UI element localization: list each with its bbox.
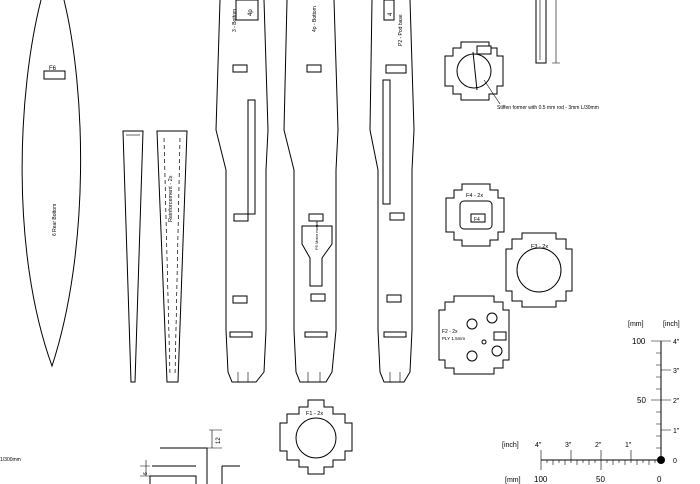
origin-dot [657, 456, 665, 464]
left-note: 1/300mm [0, 457, 21, 463]
hmm-100: 100 [534, 475, 548, 484]
fuselage-side-3: 4 P2 - Pod base [369, 0, 415, 383]
vin-4: 4" [673, 339, 680, 346]
scale-mm-label: [mm] [628, 321, 644, 328]
thin-strip-right: Reinforcement - 2x [156, 130, 188, 383]
f3-label: F3 - 2x [531, 244, 548, 250]
f2-sub: PLY 1.5mm [442, 336, 465, 341]
hin-1: 1" [625, 442, 632, 449]
vin-1: 1" [673, 428, 680, 435]
center-pod-text: P5 Motor mount [314, 221, 319, 250]
wing-tip-part: F6 6 Rear Bottom [21, 0, 82, 368]
thin-strip-left [122, 130, 144, 383]
former-f3: F3 - 2x [505, 232, 573, 308]
f1-label: F1 - 2x [306, 411, 323, 417]
horizontal-inch-ticks [540, 450, 632, 460]
hmm-50: 50 [596, 475, 605, 484]
spar-piece [535, 0, 560, 64]
vertical-mm-ticks [651, 340, 661, 449]
vin-2: 2" [673, 398, 680, 405]
column1-head: 3 - Bottom [232, 9, 238, 32]
hin-3: 3" [565, 442, 572, 449]
hin-4: 4" [535, 442, 542, 449]
column3-head: P2 - Pod base [398, 14, 404, 46]
former-f1: F1 - 2x [279, 399, 353, 475]
horizontal-mm-ticks [540, 460, 656, 470]
former-f4: F4 - 2x F4 [445, 183, 505, 247]
scale-ruler: [mm] [inch] 100 50 4" 3" 2" 1" 0 [inch] … [502, 321, 680, 484]
column2-head: 4p - Bottom [312, 6, 318, 32]
dim-left: 6 [143, 472, 149, 475]
fuselage-side-1: 3 - Bottom 4p [215, 0, 269, 383]
fuselage-side-2: 4p - Bottom P5 Motor mount [283, 0, 339, 383]
vmm-100: 100 [632, 337, 646, 346]
column1-tag: 4p [248, 9, 254, 16]
wing-tip-text: 6 Rear Bottom [52, 204, 58, 236]
hin-2: 2" [595, 442, 602, 449]
column3-tag: 4 [388, 12, 394, 16]
dimension-detail: 1/300mm 12 6 [0, 429, 240, 484]
vmm-50: 50 [637, 396, 646, 405]
hmm-0: 0 [657, 475, 662, 484]
hin-label: [inch] [502, 442, 519, 449]
dim-top: 12 [216, 437, 222, 444]
thin-strip-text: Reinforcement - 2x [168, 175, 174, 222]
wing-tip-tag: F6 [49, 66, 57, 72]
hmm-label: [mm] [505, 477, 521, 484]
f2-label: F2 - 2x [442, 329, 458, 335]
vin-3: 3" [673, 368, 680, 375]
f4-label: F4 - 2x [466, 193, 483, 199]
f4-inner: F4 [474, 217, 480, 223]
scale-inch-label: [inch] [663, 321, 680, 328]
stiffen-note: Stiffen former with 0.5 mm rod - 3mm L/3… [497, 105, 599, 111]
former-f2: F2 - 2x PLY 1.5mm [438, 295, 510, 375]
vertical-inch-ticks [661, 340, 671, 431]
vin-0: 0 [673, 458, 677, 465]
former-top: Stiffen former with 0.5 mm rod - 3mm L/3… [444, 41, 599, 111]
